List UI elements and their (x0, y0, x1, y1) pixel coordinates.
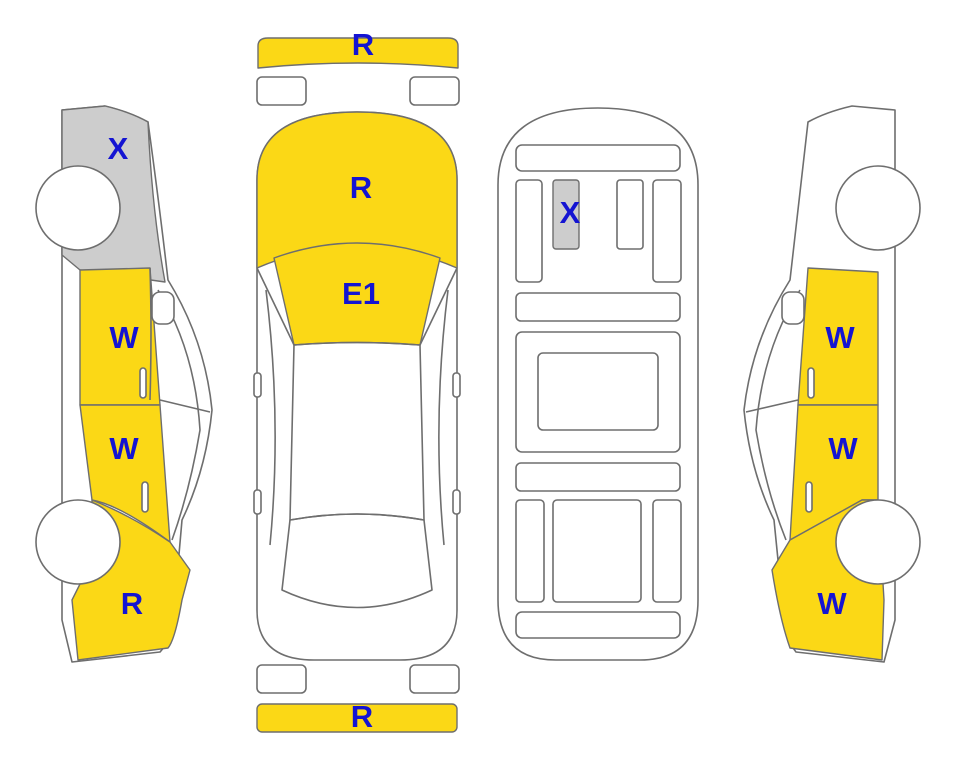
left-front-handle (139, 367, 147, 399)
underbody-rear-bar (515, 611, 681, 639)
underbody-center-frame (515, 331, 681, 453)
underbody-slot (616, 179, 644, 250)
left-fender-label: X (108, 131, 129, 166)
left-rear-handle (253, 489, 262, 515)
rear-right-lamp (409, 664, 460, 694)
underbody-rear-cross (515, 462, 681, 492)
right-side-view: W W W (743, 105, 921, 663)
underbody-rear-left (515, 499, 545, 603)
hood-label: R (350, 170, 372, 205)
right-glass-line (755, 289, 801, 541)
underbody-view: X (497, 107, 699, 661)
right-quarter-label: W (817, 586, 847, 621)
left-belt-line (159, 399, 211, 413)
rear-bumper-part[interactable] (256, 703, 458, 733)
right-rear-handle (452, 489, 461, 515)
left-rear-door-handle (141, 481, 149, 513)
front-right-lamp (409, 76, 460, 106)
right-front-handle (807, 367, 815, 399)
left-glass-line (157, 289, 201, 541)
left-mirror (253, 372, 262, 398)
left-front-door-label: W (109, 320, 139, 355)
left-a-pillar (256, 267, 295, 346)
rear-window-outline (281, 513, 433, 609)
left-front-wheel (35, 165, 121, 251)
left-quarter-label: R (121, 586, 143, 621)
underbody-center-panel (537, 352, 659, 431)
underbody-outline (497, 107, 699, 661)
underbody-rear-center (552, 499, 642, 603)
left-side-mirror (151, 291, 175, 325)
right-side-glass (438, 289, 449, 546)
right-belt-line (745, 399, 799, 413)
underbody-rear-right (652, 499, 682, 603)
underbody-front-bar (515, 144, 681, 172)
roof-panel-part[interactable] (552, 179, 580, 250)
right-rear-door-handle (805, 481, 813, 513)
right-rear-wheel (835, 499, 921, 585)
right-front-door-label: W (825, 320, 855, 355)
left-side-glass (265, 289, 276, 546)
front-left-lamp (256, 76, 307, 106)
left-door-seam (149, 267, 152, 401)
roof-panel-label: X (560, 195, 581, 230)
underbody-left-rail (515, 179, 543, 283)
left-rear-door-label: W (109, 431, 139, 466)
underbody-crossmember (515, 292, 681, 322)
right-a-pillar (419, 267, 458, 346)
underbody-right-rail (652, 179, 682, 283)
left-rear-wheel (35, 499, 121, 585)
rear-left-lamp (256, 664, 307, 694)
rear-bumper-label: R (351, 699, 373, 734)
right-mirror (452, 372, 461, 398)
windshield-label: E1 (342, 276, 380, 311)
right-rear-door-label: W (828, 431, 858, 466)
left-side-view: X W W R (35, 105, 213, 663)
top-view: R R E1 R (253, 27, 461, 734)
right-front-wheel (835, 165, 921, 251)
front-bumper-part[interactable] (257, 37, 459, 69)
front-bumper-label: R (352, 27, 374, 62)
right-side-mirror (781, 291, 805, 325)
